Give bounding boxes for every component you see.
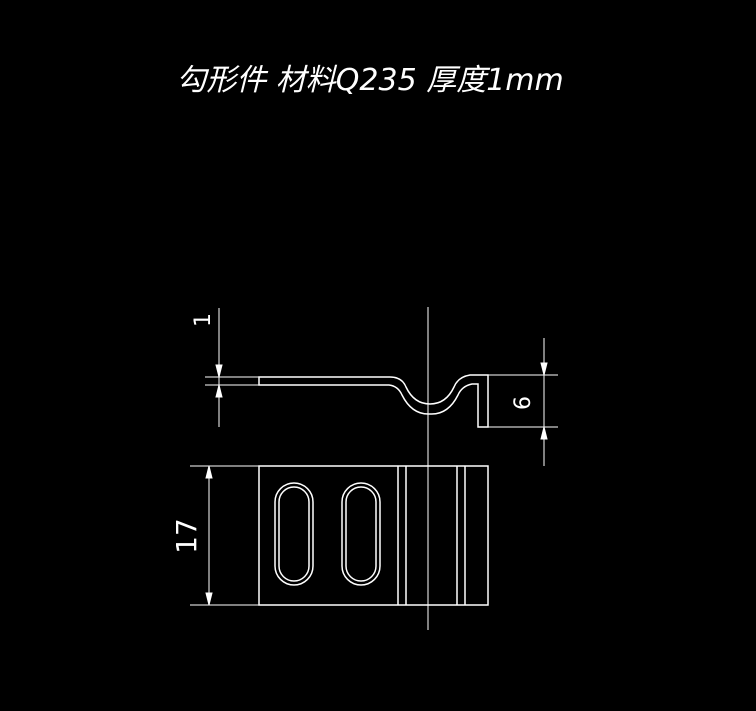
profile-outer	[258, 374, 489, 428]
slot-right-inner	[345, 486, 377, 582]
drawing-title: 勾形件 材料Q235 厚度1mm	[176, 63, 563, 98]
height-dimension	[488, 338, 558, 466]
height-label: 6	[511, 396, 536, 410]
slot-right	[341, 482, 381, 586]
width-label: 17	[170, 518, 203, 554]
side-view	[258, 374, 489, 428]
slot-left-inner	[278, 486, 310, 582]
top-view	[258, 465, 489, 606]
slot-left	[274, 482, 314, 586]
thickness-label: 1	[191, 313, 216, 327]
thickness-dimension	[205, 308, 259, 427]
width-dimension	[190, 465, 259, 606]
plate-outline	[258, 465, 489, 606]
